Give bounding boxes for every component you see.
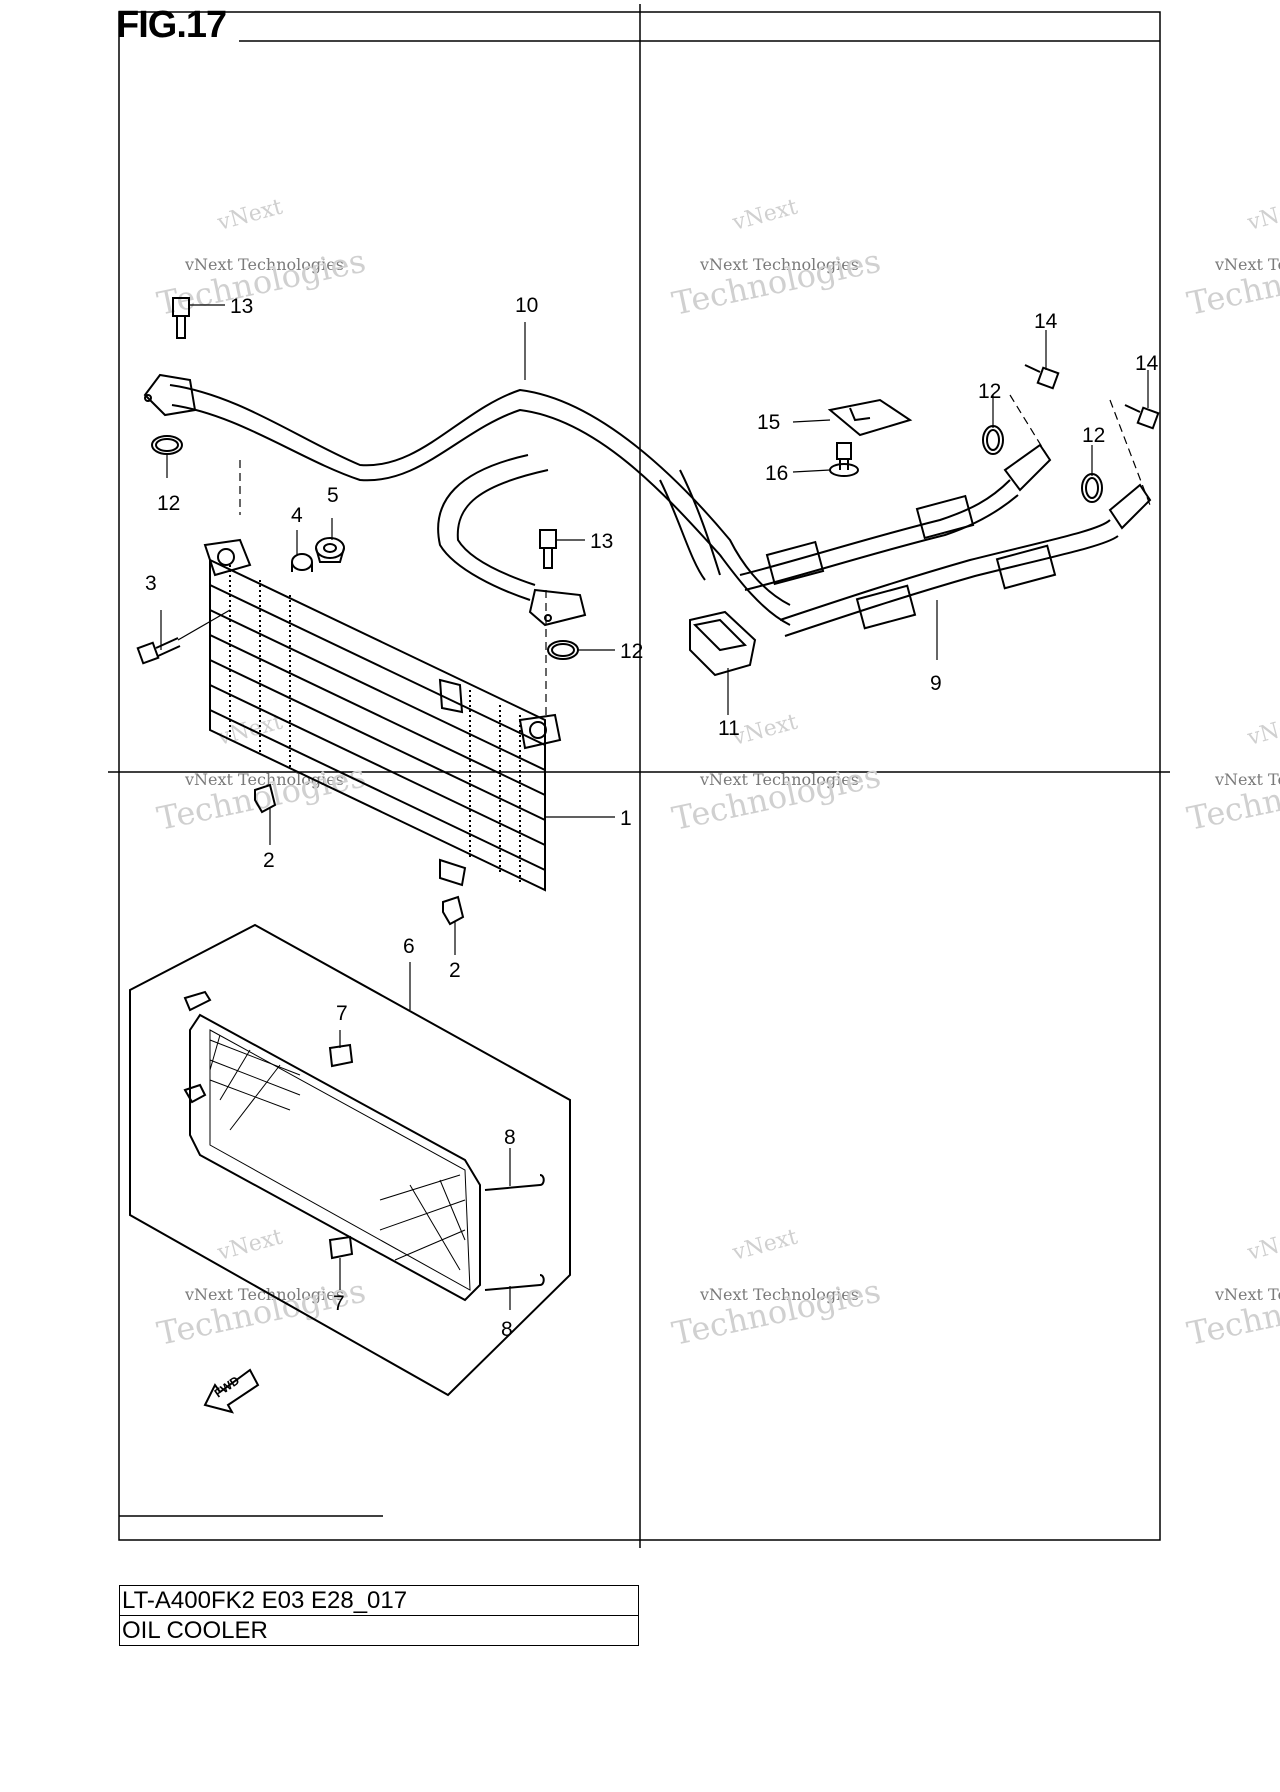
callout-14a: 14 [1034, 310, 1058, 333]
watermark: vNext vNext Technologies Technologies [1184, 1225, 1280, 1353]
callout-3: 3 [145, 572, 157, 595]
svg-text:vNext Technologies: vNext Technologies [699, 1285, 859, 1304]
watermark: vNext vNext Technologies Technologies [669, 710, 884, 838]
svg-text:vNext Technologies: vNext Technologies [184, 1285, 344, 1304]
watermark: vNext vNext Technologies Technologies [669, 1225, 884, 1353]
callout-2a: 2 [263, 849, 275, 872]
callout-13b: 13 [590, 530, 613, 553]
watermark: vNext vNext Technologies Technologies [154, 710, 369, 838]
callout-1: 1 [620, 807, 632, 830]
svg-text:Technologies: Technologies [669, 1272, 884, 1353]
svg-text:Technologies: Technologies [1184, 1272, 1280, 1353]
svg-text:Technologies: Technologies [1184, 242, 1280, 323]
callout-5: 5 [327, 484, 339, 507]
callout-12b: 12 [620, 640, 643, 663]
fwd-arrow-icon: FWD [203, 1368, 260, 1414]
svg-text:vNext Technologies: vNext Technologies [184, 255, 344, 274]
cooler-guard [129, 923, 571, 1397]
callout-14b: 14 [1135, 352, 1159, 375]
callout-2b: 2 [449, 959, 461, 982]
leader-lines [160, 304, 1151, 1310]
callout-4: 4 [291, 504, 303, 527]
svg-text:Technologies: Technologies [154, 757, 369, 838]
svg-text:vNext: vNext [729, 1225, 800, 1267]
callout-8a: 8 [504, 1126, 516, 1149]
svg-text:vNext: vNext [1244, 195, 1280, 237]
model-code: LT-A400FK2 E03 E28_017 [119, 1585, 639, 1616]
svg-text:vNext Technologies: vNext Technologies [1214, 770, 1280, 789]
callout-12a: 12 [157, 492, 180, 515]
callout-6: 6 [403, 935, 415, 958]
svg-text:vNext: vNext [1244, 1225, 1280, 1267]
watermarks: vNext vNext Technologies Technologies vN… [154, 195, 1280, 1353]
svg-text:vNext Technologies: vNext Technologies [1214, 1285, 1280, 1304]
svg-text:vNext: vNext [214, 195, 285, 237]
svg-text:vNext: vNext [214, 1225, 285, 1267]
figure-title: FIG.17 [116, 4, 227, 46]
small-parts [136, 297, 1160, 926]
callout-12d: 12 [1082, 424, 1105, 447]
callout-9: 9 [930, 672, 942, 695]
section-name: OIL COOLER [119, 1615, 639, 1646]
svg-text:vNext Technologies: vNext Technologies [699, 255, 859, 274]
callout-7a: 7 [336, 1002, 348, 1025]
svg-text:vNext: vNext [1244, 710, 1280, 752]
svg-text:Technologies: Technologies [669, 242, 884, 323]
svg-text:Technologies: Technologies [1184, 757, 1280, 838]
callout-8b: 8 [501, 1318, 513, 1341]
svg-text:Technologies: Technologies [669, 757, 884, 838]
svg-text:vNext Technologies: vNext Technologies [1214, 255, 1280, 274]
callout-13a: 13 [230, 295, 253, 318]
callouts: 1 2 2 3 4 5 6 7 7 8 8 9 10 11 12 12 12 1… [145, 294, 1159, 1341]
oil-hose-lower [739, 443, 1152, 637]
callout-15: 15 [757, 411, 780, 434]
svg-text:Technologies: Technologies [154, 242, 369, 323]
callout-11: 11 [718, 717, 740, 740]
oil-cooler [203, 538, 562, 892]
watermark: vNext vNext Technologies Technologies [669, 195, 884, 323]
watermark: vNext vNext Technologies Technologies [154, 195, 369, 323]
watermark: vNext vNext Technologies Technologies [1184, 195, 1280, 323]
svg-text:vNext: vNext [729, 195, 800, 237]
diagram-frame [108, 4, 1170, 1548]
callout-16: 16 [765, 462, 788, 485]
callout-7b: 7 [333, 1292, 345, 1315]
oil-pipe-upper [143, 373, 791, 627]
callout-10: 10 [515, 294, 538, 317]
watermark: vNext vNext Technologies Technologies [1184, 710, 1280, 838]
svg-text:vNext Technologies: vNext Technologies [699, 770, 859, 789]
callout-12c: 12 [978, 380, 1001, 403]
